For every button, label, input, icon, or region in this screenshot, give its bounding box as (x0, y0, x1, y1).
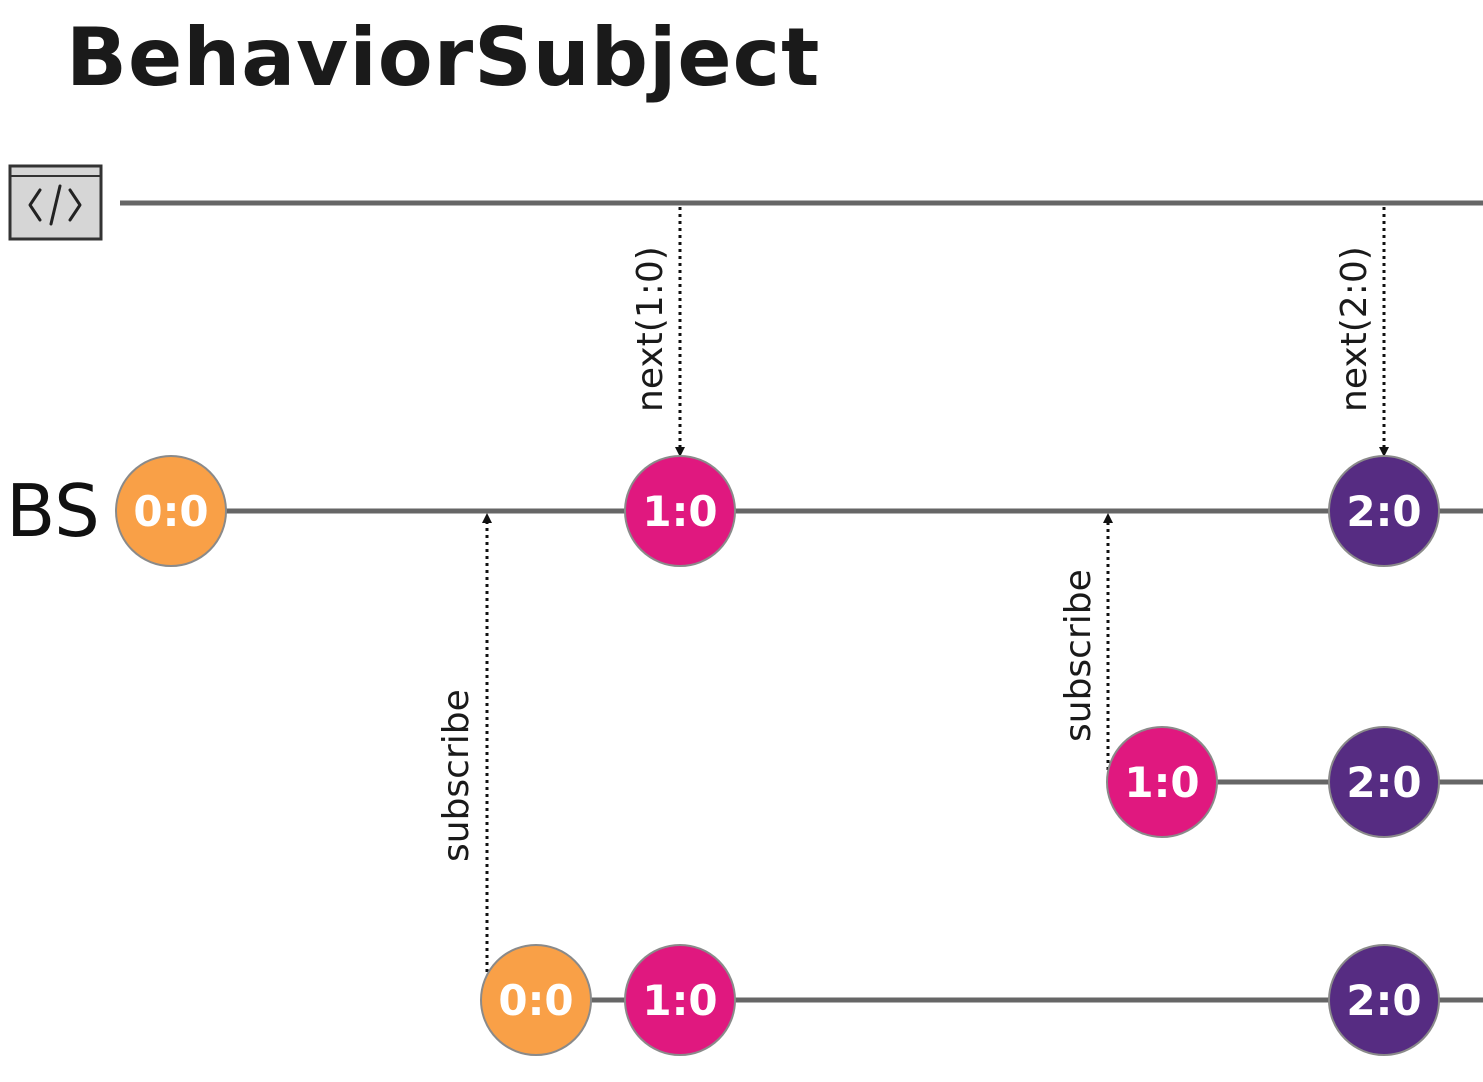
bs-node-2: 2:0 (1328, 455, 1440, 567)
subscriber-1-node-1: 1:0 (624, 944, 736, 1056)
bs-node-2-value: 2:0 (1346, 487, 1421, 536)
bs-node-0: 0:0 (115, 455, 227, 567)
subscriber-2-node-0-value: 1:0 (1124, 758, 1199, 807)
subscriber-2-node-1-value: 2:0 (1346, 758, 1421, 807)
subject-label: BS (6, 469, 100, 553)
code-window-icon (8, 164, 103, 241)
next-label-2: next(2:0) (1334, 246, 1375, 412)
subscriber-2-node-1: 2:0 (1328, 726, 1440, 838)
subscriber-1-node-0-value: 0:0 (498, 976, 573, 1025)
bs-node-0-value: 0:0 (133, 487, 208, 536)
subscriber-1-node-1-value: 1:0 (642, 976, 717, 1025)
next-label-1: next(1:0) (630, 246, 671, 412)
subscribe-label-1: subscribe (436, 689, 477, 862)
subscriber-1-node-2-value: 2:0 (1346, 976, 1421, 1025)
subscribe-label-2: subscribe (1058, 569, 1099, 742)
page-title: BehaviorSubject (66, 11, 821, 104)
bs-node-1-value: 1:0 (642, 487, 717, 536)
subscriber-2-node-0: 1:0 (1106, 726, 1218, 838)
subscriber-1-node-2: 2:0 (1328, 944, 1440, 1056)
subscriber-1-node-0: 0:0 (480, 944, 592, 1056)
bs-node-1: 1:0 (624, 455, 736, 567)
